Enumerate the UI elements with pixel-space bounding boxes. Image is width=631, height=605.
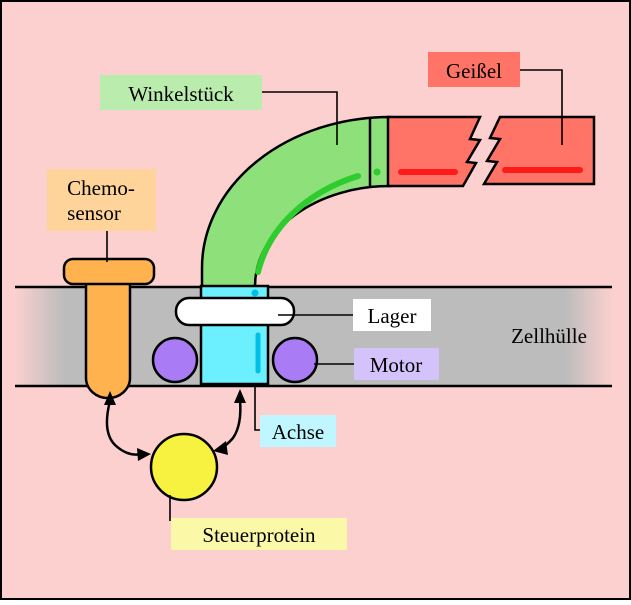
chemosensor xyxy=(62,257,156,400)
motor-label: Motor xyxy=(370,353,423,377)
control-protein-label-box xyxy=(171,518,347,550)
cell-envelope-label: Zellhülle xyxy=(511,324,587,348)
control-protein xyxy=(149,432,219,502)
axis-label-box xyxy=(260,415,336,447)
bearing-label: Lager xyxy=(368,304,417,328)
chemosensor-label-line1: Chemo- xyxy=(67,176,135,200)
flagellum xyxy=(386,115,596,188)
motor-right xyxy=(271,336,319,384)
axis-label: Achse xyxy=(272,420,324,444)
chemosensor-label-box xyxy=(47,169,156,231)
flagellum-label-box xyxy=(428,52,520,87)
motor-left xyxy=(151,336,199,384)
chemosensor-label-line2: sensor xyxy=(67,201,121,225)
flagellum-label: Geißel xyxy=(446,59,502,83)
bearing-label-box xyxy=(353,299,431,331)
control-protein-label: Steuerprotein xyxy=(202,523,316,547)
hook-label: Winkelstück xyxy=(128,82,234,106)
hook-label-box xyxy=(100,75,262,110)
motor-label-box xyxy=(354,348,439,380)
leader-lines xyxy=(106,69,563,521)
signal-arrows xyxy=(104,389,246,461)
bearing xyxy=(174,296,296,327)
